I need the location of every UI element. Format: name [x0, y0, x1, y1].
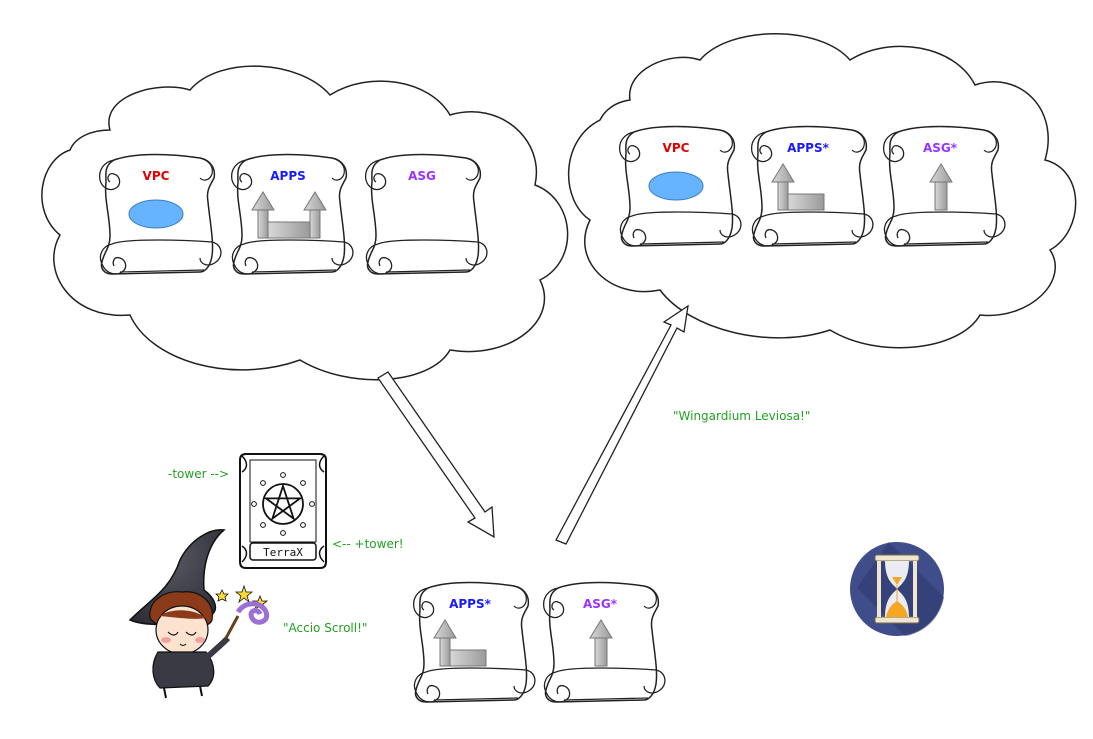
- up-arrow-icon: [589, 619, 613, 667]
- right-cloud-scrolls: VPC APPS* ASG*: [618, 125, 1006, 247]
- up-arrow-icon: [929, 163, 953, 211]
- scroll-asg: ASG*: [542, 581, 666, 703]
- plus-tower-note: <-- +tower!: [332, 537, 404, 551]
- scroll-label: ASG: [408, 169, 436, 183]
- scroll-apps: APPS*: [750, 125, 874, 247]
- bottom-scrolls: APPS* ASG*: [412, 581, 666, 703]
- arrow-up-to-right-cloud: [555, 304, 689, 545]
- blue-oval-icon: [128, 199, 184, 229]
- scroll-asg: ASG: [364, 153, 488, 275]
- witch-icon: [128, 529, 270, 699]
- spell-wingardium: "Wingardium Leviosa!": [673, 409, 810, 423]
- minus-tower-note: -tower -->: [168, 467, 229, 481]
- scroll-vpc: VPC: [98, 153, 222, 275]
- two-tower-building-icon: [251, 191, 327, 239]
- scroll-label: VPC: [143, 169, 170, 183]
- one-tower-building-icon: [433, 619, 487, 667]
- blue-oval-icon: [648, 171, 704, 201]
- spellbook: TerraX: [239, 453, 327, 569]
- scroll-label: VPC: [663, 141, 690, 155]
- scroll-asg: ASG*: [882, 125, 1006, 247]
- spellbook-title: TerraX: [263, 546, 303, 559]
- arrow-down-to-bottom: [377, 371, 495, 539]
- scroll-label: APPS*: [787, 141, 830, 155]
- scroll-label: ASG*: [583, 597, 618, 611]
- scroll-vpc: VPC: [618, 125, 742, 247]
- one-tower-building-icon: [771, 163, 825, 211]
- scroll-label: APPS*: [449, 597, 492, 611]
- scroll-apps: APPS: [230, 153, 354, 275]
- hourglass-icon: [850, 542, 944, 636]
- pentagram-icon: [251, 472, 315, 536]
- scroll-label: APPS: [270, 169, 306, 183]
- left-cloud-scrolls: VPC APPS ASG: [98, 153, 488, 275]
- scroll-apps: APPS*: [412, 581, 536, 703]
- spell-accio: "Accio Scroll!": [283, 621, 367, 635]
- scroll-label: ASG*: [923, 141, 958, 155]
